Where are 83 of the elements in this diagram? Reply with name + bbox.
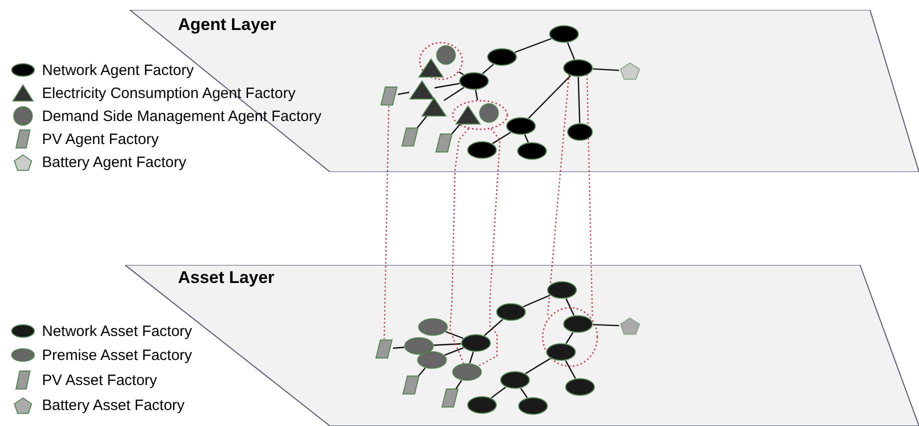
layer-title: Asset Layer <box>178 268 274 288</box>
mapping-line <box>449 128 469 364</box>
connector-line <box>567 42 575 60</box>
triangle-node <box>418 58 444 78</box>
connector-line <box>458 71 464 76</box>
connector-line <box>566 332 574 344</box>
connector-line <box>444 87 464 102</box>
ellipse-node <box>517 142 547 160</box>
ellipse-node <box>518 397 548 415</box>
connector-line <box>578 76 580 124</box>
pentagon-node <box>619 61 641 81</box>
ellipse-node <box>506 117 536 135</box>
ellipse-node <box>563 59 593 77</box>
mapping-line <box>547 74 570 316</box>
connector-line <box>450 122 462 136</box>
ellipse-node <box>461 334 491 352</box>
connector-line <box>398 92 410 96</box>
pentagon-node <box>619 316 641 336</box>
ellipse-node <box>417 351 447 369</box>
parallelogram-node <box>402 375 420 395</box>
connector-line <box>434 343 462 346</box>
parallelogram-node <box>401 127 419 147</box>
legend-label: PV Asset Factory <box>42 372 158 388</box>
mapping-line <box>384 106 390 340</box>
connector-line <box>454 380 462 390</box>
legend-label: Battery Asset Factory <box>42 396 185 414</box>
connector-line <box>592 324 620 326</box>
legend-label: Network Asset Factory <box>42 322 192 340</box>
connector-line <box>490 386 506 398</box>
mapping-line <box>586 74 593 316</box>
connector-line <box>444 347 464 356</box>
ellipse-node <box>404 337 434 355</box>
ellipse-node <box>547 281 577 299</box>
dotted-group-outline <box>419 42 463 80</box>
connector-line <box>434 82 460 88</box>
ellipse-node <box>487 48 517 66</box>
connector-line <box>492 132 511 144</box>
legend-label: Battery Agent Factory <box>42 154 186 170</box>
ellipse-node <box>549 25 579 43</box>
connector-line <box>392 346 404 349</box>
ellipse-node <box>467 141 497 159</box>
connector-line <box>525 358 551 374</box>
ellipse-node <box>500 371 530 389</box>
connector-line <box>566 298 574 316</box>
circle-node <box>479 103 499 123</box>
ellipse-node <box>467 396 497 414</box>
layer-title: Agent Layer <box>178 15 276 35</box>
connector-line <box>520 388 528 398</box>
circle-node <box>436 45 456 65</box>
ellipse-node <box>565 378 595 396</box>
connector-line <box>592 68 620 72</box>
connector-line <box>484 319 504 336</box>
ellipse-node <box>452 363 482 381</box>
connector-line <box>528 75 571 119</box>
parallelogram-node <box>375 339 393 359</box>
dotted-group-outline <box>542 307 598 367</box>
parallelogram-node <box>441 388 459 408</box>
connector-line <box>474 90 478 100</box>
triangle-node <box>421 97 447 117</box>
mapping-line <box>478 128 501 367</box>
connector-line <box>514 38 552 53</box>
connector-line <box>565 360 576 379</box>
ellipse-node <box>496 303 526 321</box>
connector-line <box>416 115 428 130</box>
dotted-group-outline <box>452 100 508 130</box>
connector-line <box>482 64 494 74</box>
legend-label: PV Agent Factory <box>42 130 159 148</box>
ellipse-node <box>459 72 489 90</box>
legend-label: Premise Asset Factory <box>42 346 192 364</box>
parallelogram-node <box>435 133 453 153</box>
parallelogram-node <box>380 86 398 106</box>
connector-line <box>469 352 474 364</box>
triangle-node <box>455 105 481 125</box>
connector-line <box>522 294 550 308</box>
connector-line <box>524 134 529 143</box>
triangle-node <box>409 80 435 100</box>
ellipse-node <box>546 343 576 361</box>
connector-line <box>445 331 464 339</box>
connector-line <box>416 368 426 378</box>
ellipse-node <box>567 123 593 141</box>
legend-label: Network Agent Factory <box>42 62 194 78</box>
ellipse-node <box>418 318 448 336</box>
ellipse-node <box>563 315 593 333</box>
